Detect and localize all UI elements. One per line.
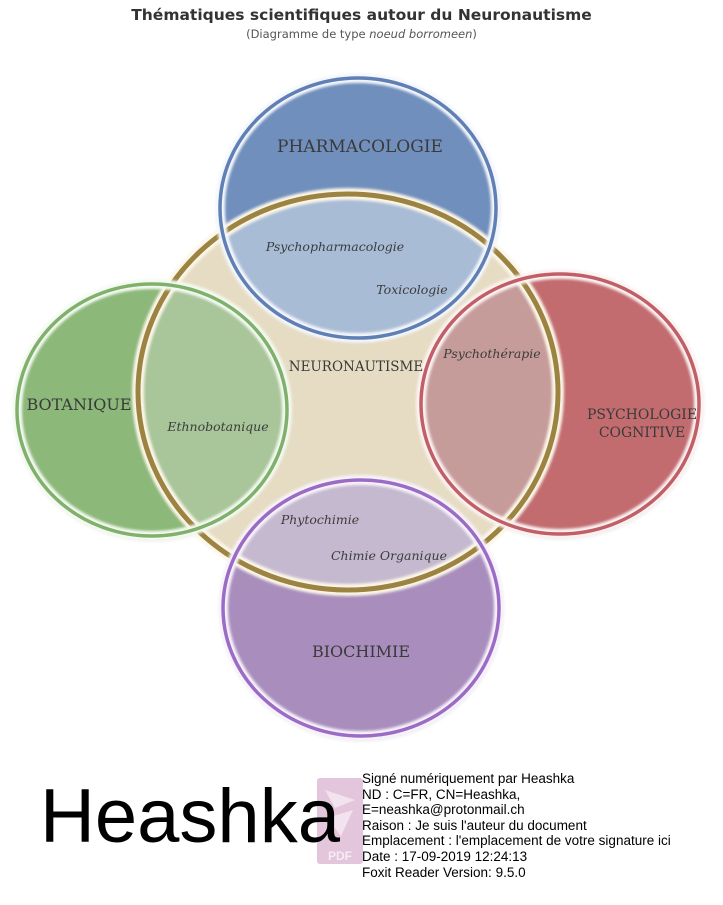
botanique-ring bbox=[15, 282, 289, 538]
signature-line: ND : C=FR, CN=Heashka, bbox=[362, 786, 521, 802]
psychopharmacologie-label: Psychopharmacologie bbox=[265, 239, 404, 254]
signature-line: Date : 17-09-2019 12:24:13 bbox=[362, 848, 528, 864]
neuronautisme-label: NEURONAUTISME bbox=[289, 359, 423, 375]
diagram-subtitle: (Diagramme de type noeud borromeen) bbox=[0, 27, 723, 41]
biochimie-ring bbox=[221, 478, 501, 738]
subtitle-emphasis: noeud borromeen bbox=[369, 27, 473, 41]
chimie-organique-label: Chimie Organique bbox=[331, 548, 447, 563]
rings bbox=[12, 73, 704, 741]
subtitle-suffix: ) bbox=[472, 27, 477, 41]
overlap-pharmacologie bbox=[220, 194, 496, 338]
overlap-biochimie bbox=[223, 480, 499, 590]
signature-line: E=neashka@protonmail.ch bbox=[362, 802, 525, 818]
signature-line: Emplacement : l'emplacement de votre sig… bbox=[362, 833, 671, 849]
subtitle-prefix: (Diagramme de type bbox=[246, 27, 370, 41]
signature-details: Signé numériquement par Heashka ND : C=F… bbox=[362, 771, 671, 880]
signature-line: Raison : Je suis l'auteur du document bbox=[362, 817, 587, 833]
phytochimie-label: Phytochimie bbox=[280, 512, 359, 527]
signature-line: Signé numériquement par Heashka bbox=[362, 771, 575, 786]
psychologie-label-line2: COGNITIVE bbox=[599, 425, 685, 441]
borromean-diagram: PHARMACOLOGIE BOTANIQUE PSYCHOLOGIE COGN… bbox=[12, 73, 704, 741]
neuronautisme-ring bbox=[135, 191, 561, 593]
signature-line: Foxit Reader Version: 9.5.0 bbox=[362, 864, 526, 880]
pdf-logo-icon: PDF bbox=[317, 778, 363, 864]
ethnobotanique-label: Ethnobotanique bbox=[166, 419, 268, 434]
toxicologie-label: Toxicologie bbox=[376, 282, 447, 297]
botanique-label: BOTANIQUE bbox=[26, 395, 131, 414]
signer-name: Heashka bbox=[40, 774, 340, 859]
overlap-psychologie bbox=[421, 274, 558, 534]
overlap-botanique bbox=[138, 284, 287, 536]
psychotherapie-label: Psychothérapie bbox=[442, 346, 540, 361]
pharmacologie-ring bbox=[218, 76, 498, 340]
pdf-logo-text: PDF bbox=[328, 849, 352, 863]
overlap-tints bbox=[138, 194, 558, 590]
pharmacologie-label: PHARMACOLOGIE bbox=[277, 137, 443, 157]
psychologie-ring bbox=[419, 272, 701, 536]
biochimie-label: BIOCHIMIE bbox=[312, 642, 410, 661]
psychologie-label-line1: PSYCHOLOGIE bbox=[587, 407, 697, 423]
diagram-title: Thématiques scientifiques autour du Neur… bbox=[131, 6, 592, 24]
